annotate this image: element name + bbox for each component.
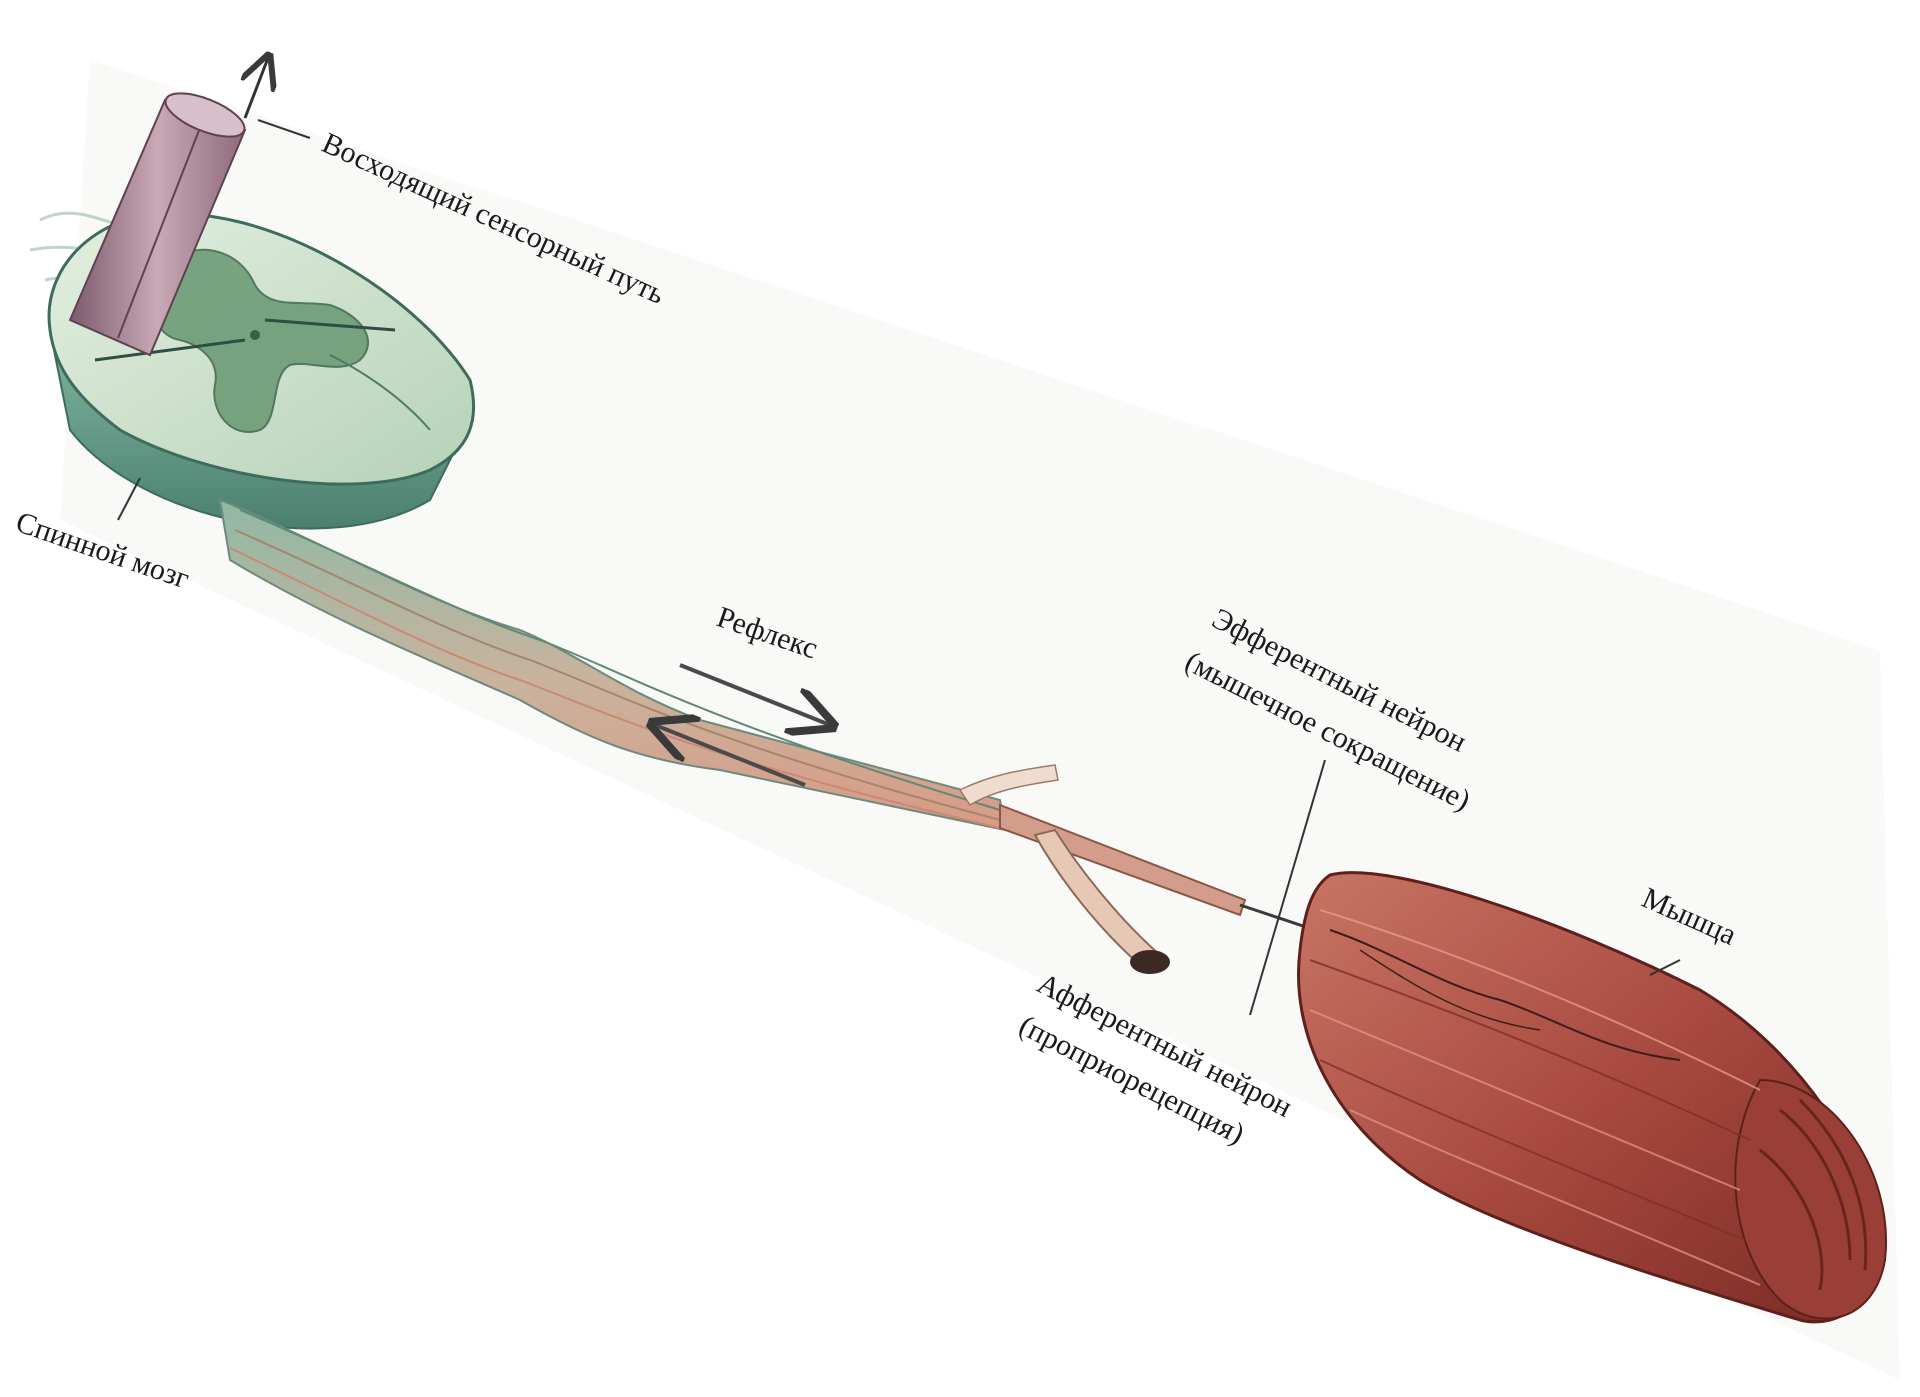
ascending-arrow <box>245 58 268 118</box>
